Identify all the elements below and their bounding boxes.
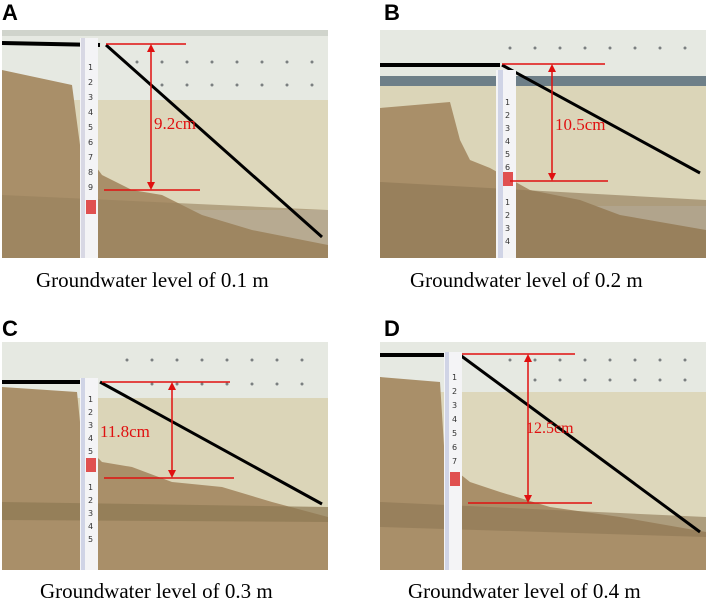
svg-text:6: 6	[88, 138, 93, 147]
photo-illustration: 1 2 3 4 5 6 7 8 9	[2, 30, 328, 258]
svg-text:6: 6	[505, 163, 510, 172]
svg-text:2: 2	[88, 78, 93, 87]
measurement-label: 12.5cm	[526, 420, 574, 437]
svg-text:8: 8	[88, 168, 93, 177]
svg-text:4: 4	[88, 434, 93, 443]
svg-text:6: 6	[452, 443, 457, 452]
photo-illustration: 1 2 3 4 5 6 1 2 3 4	[380, 30, 706, 258]
svg-text:4: 4	[505, 237, 510, 246]
svg-text:2: 2	[505, 211, 510, 220]
panel-letter: B	[384, 0, 400, 25]
panel-letter: D	[384, 316, 400, 341]
caption: Groundwater level of 0.2 m	[410, 268, 643, 292]
svg-text:1: 1	[505, 98, 510, 107]
svg-text:1: 1	[88, 483, 93, 492]
svg-text:5: 5	[452, 429, 457, 438]
svg-text:4: 4	[88, 522, 93, 531]
svg-text:4: 4	[88, 108, 93, 117]
svg-text:5: 5	[88, 447, 93, 456]
svg-text:7: 7	[452, 457, 457, 466]
svg-text:4: 4	[452, 415, 457, 424]
panel-letter: C	[2, 316, 18, 341]
svg-text:3: 3	[88, 421, 93, 430]
svg-text:2: 2	[88, 408, 93, 417]
photo-groundwater-0-3: 1 2 3 4 5 1 2 3 4 5 11.8cm	[2, 342, 328, 570]
svg-text:3: 3	[88, 509, 93, 518]
svg-text:1: 1	[88, 63, 93, 72]
svg-text:3: 3	[505, 124, 510, 133]
caption: Groundwater level of 0.4 m	[408, 579, 641, 603]
svg-text:2: 2	[452, 387, 457, 396]
svg-text:5: 5	[88, 535, 93, 544]
svg-text:5: 5	[88, 123, 93, 132]
svg-text:9: 9	[88, 183, 93, 192]
svg-text:1: 1	[452, 373, 457, 382]
caption: Groundwater level of 0.3 m	[40, 579, 273, 603]
svg-text:3: 3	[88, 93, 93, 102]
panel-letter: A	[2, 0, 18, 25]
svg-text:1: 1	[505, 198, 510, 207]
photo-illustration: 1 2 3 4 5 1 2 3 4 5	[2, 342, 328, 570]
svg-text:5: 5	[505, 150, 510, 159]
measurement-label: 10.5cm	[555, 115, 606, 134]
photo-groundwater-0-2: 1 2 3 4 5 6 1 2 3 4 10.5cm	[380, 30, 706, 258]
svg-text:2: 2	[505, 111, 510, 120]
svg-text:3: 3	[452, 401, 457, 410]
measurement-label: 11.8cm	[100, 422, 150, 441]
photo-groundwater-0-1: 1 2 3 4 5 6 7 8 9 9.2cm	[2, 30, 328, 258]
svg-text:1: 1	[88, 395, 93, 404]
photo-groundwater-0-4: 1 2 3 4 5 6 7 12.5cm	[380, 342, 706, 570]
svg-text:3: 3	[505, 224, 510, 233]
caption: Groundwater level of 0.1 m	[36, 268, 269, 292]
svg-text:2: 2	[88, 496, 93, 505]
measurement-label: 9.2cm	[154, 114, 197, 133]
photo-illustration: 1 2 3 4 5 6 7	[380, 342, 706, 570]
svg-text:7: 7	[88, 153, 93, 162]
svg-text:4: 4	[505, 137, 510, 146]
